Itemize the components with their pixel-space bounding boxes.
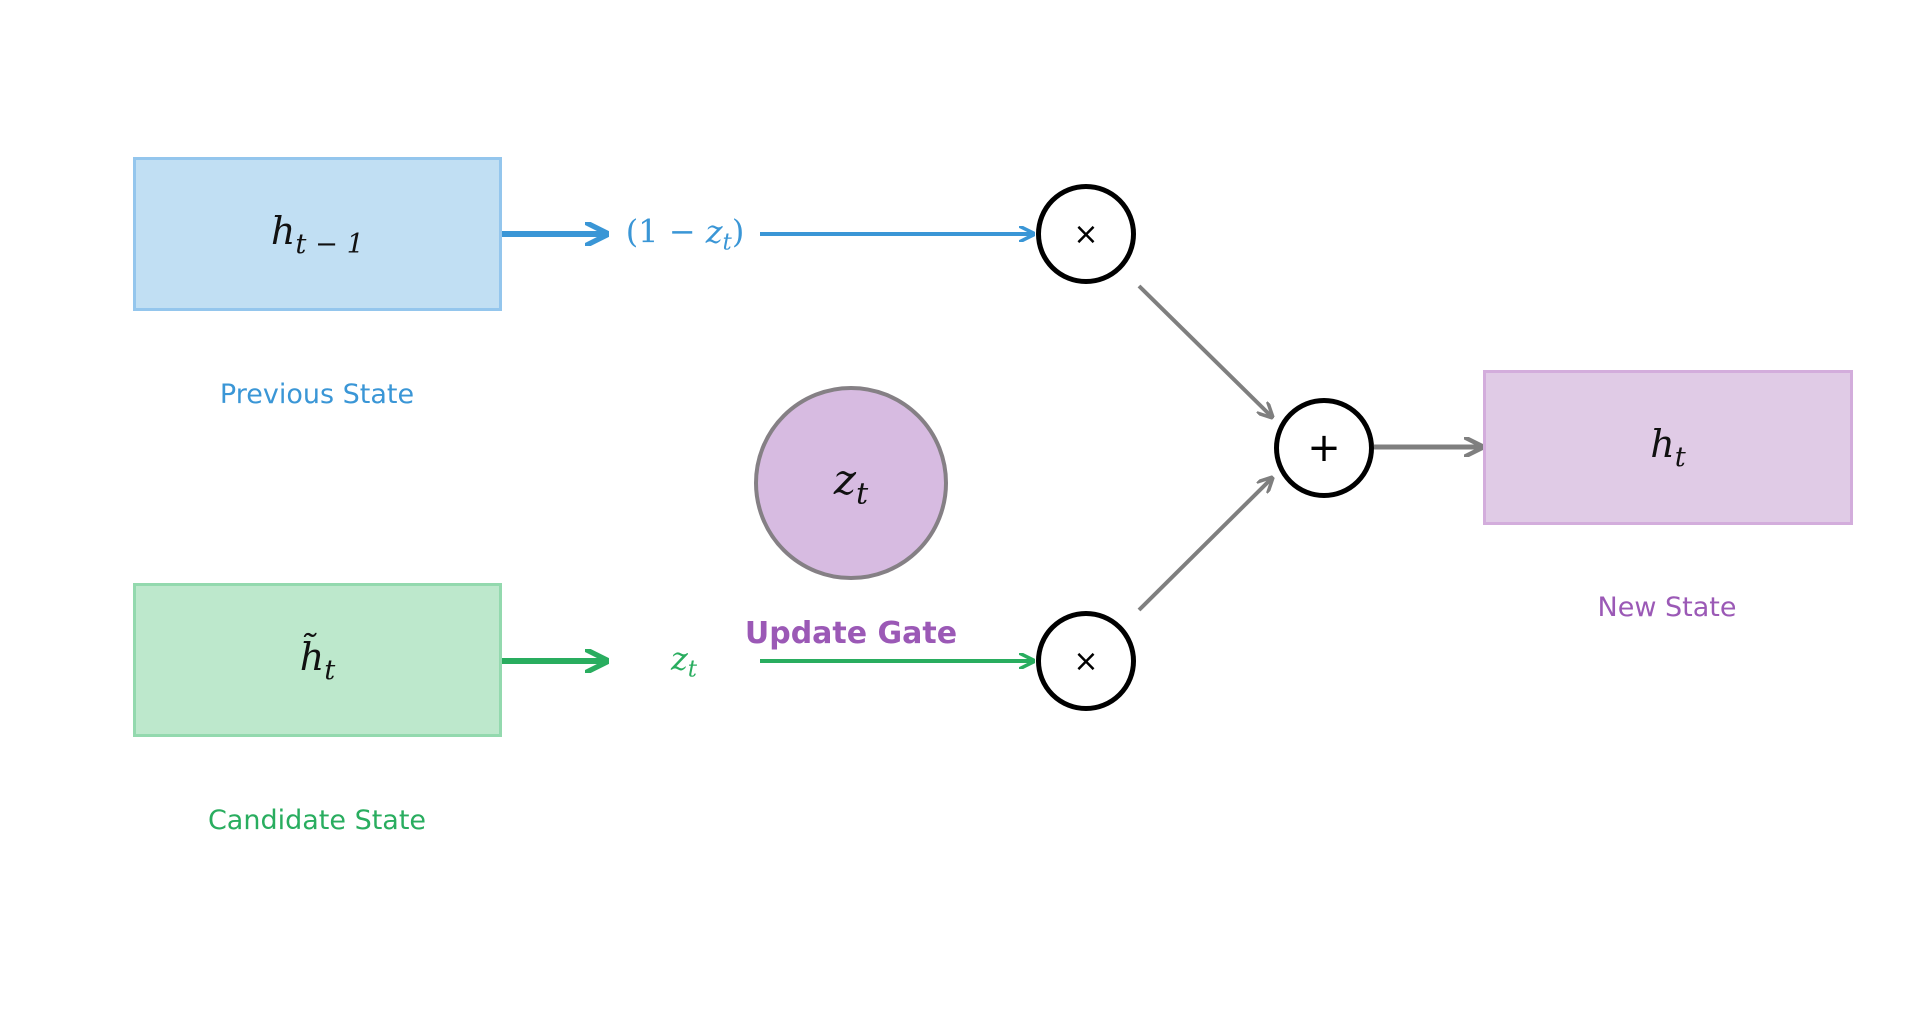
multiply-bottom-to-add-arrow [1137,479,1271,612]
candidate-state-box: h̃t [133,583,502,737]
previous-state-box: ht − 1 [133,157,502,311]
add-operator: + [1274,398,1374,498]
update-gate-caption: Update Gate [744,616,958,651]
multiply-top-icon: × [1073,216,1099,252]
new-state-box: ht [1483,370,1853,525]
candidate-state-caption: Candidate State [207,805,427,836]
forget-weight-label: (1 − zt) [625,212,745,256]
update-gate-symbol: zt [833,454,869,512]
add-icon: + [1307,425,1341,471]
multiply-bottom-icon: × [1073,643,1099,679]
previous-state-caption: Previous State [219,379,415,410]
multiply-top-operator: × [1036,184,1136,284]
new-state-symbol: ht [1650,422,1686,473]
previous-state-symbol: ht − 1 [270,208,365,260]
candidate-state-symbol: h̃t [299,634,336,686]
multiply-bottom-operator: × [1036,611,1136,711]
multiply-top-to-add-arrow [1137,284,1271,416]
update-gate-circle: zt [754,386,948,580]
new-state-caption: New State [1597,592,1737,623]
update-weight-label: zt [670,639,698,683]
